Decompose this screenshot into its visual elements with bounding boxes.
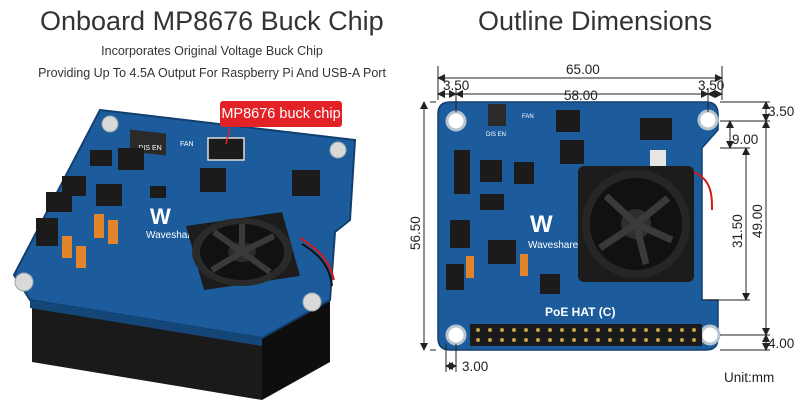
left-mounting-holes xyxy=(14,115,347,312)
left-fan-label: FAN xyxy=(180,141,194,148)
dimension-labels: 65.00 3.50 3.50 58.00 56.50 3.50 9.00 31… xyxy=(408,62,794,385)
right-switch xyxy=(488,104,506,126)
dim-hole-offset: 3.00 xyxy=(462,359,488,374)
right-brand-text: Waveshare xyxy=(528,240,579,251)
right-title: Outline Dimensions xyxy=(478,6,713,36)
dim-left-offset: 3.50 xyxy=(443,78,469,93)
unit-label: Unit:mm xyxy=(724,370,774,385)
right-chips xyxy=(446,110,672,294)
left-brand-logo: W xyxy=(150,204,171,229)
left-fan xyxy=(186,212,335,290)
gpio-header-block xyxy=(32,300,262,400)
right-gpio-header xyxy=(470,324,702,346)
dim-total-height: 56.50 xyxy=(408,216,423,250)
dim-inner-width: 58.00 xyxy=(564,88,598,103)
right-board-drawing: DIS EN FAN W Waveshare PoE HAT (C) xyxy=(437,101,721,351)
left-title: Onboard MP8676 Buck Chip xyxy=(40,6,384,36)
dimension-lines xyxy=(420,66,770,372)
left-switch-label: DIS EN xyxy=(138,145,161,152)
right-switch-label: DIS EN xyxy=(486,132,506,138)
left-subtitle-line2: Providing Up To 4.5A Output For Raspberr… xyxy=(38,66,386,80)
dim-cutout-height: 31.50 xyxy=(730,214,745,248)
dim-total-width: 65.00 xyxy=(566,62,600,77)
left-board-photo: DIS EN FAN W Waveshare xyxy=(12,108,357,400)
right-brand-logo: W xyxy=(530,211,553,238)
dim-right-offset: 3.50 xyxy=(698,78,724,93)
left-brand-text: Waveshare xyxy=(146,230,197,241)
left-subtitle-line1: Incorporates Original Voltage Buck Chip xyxy=(101,44,323,58)
buck-chip-callout: MP8676 buck chip xyxy=(220,101,342,127)
dim-height-right: 49.00 xyxy=(750,204,765,238)
right-fan-label: FAN xyxy=(522,114,534,120)
dim-top-offset: 3.50 xyxy=(768,104,794,119)
left-chips xyxy=(36,137,320,246)
right-fan xyxy=(578,166,713,282)
right-board-label: PoE HAT (C) xyxy=(545,305,615,319)
dim-cutout-top: 9.00 xyxy=(732,132,758,147)
dim-bottom-offset: 4.00 xyxy=(768,336,794,351)
